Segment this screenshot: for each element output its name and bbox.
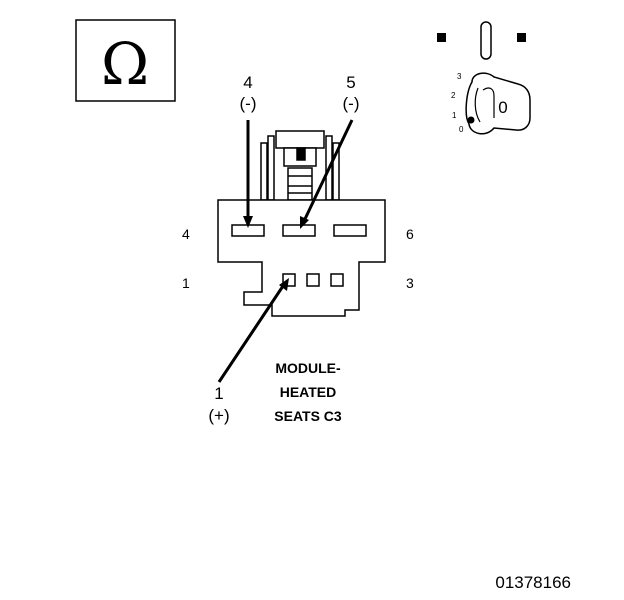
ignition-pointer-icon [467,116,475,124]
ignition-key-text: 0 [498,98,507,117]
connector-cavity-3 [330,273,344,287]
ignition-key-bow-icon [482,87,495,118]
connector-name-line-1: MODULE- [275,360,341,376]
probe-arrow-pin-5-icon [300,216,309,229]
connector-c3: 4 6 1 3 [182,130,414,317]
cavity-label-bottom-right: 3 [406,275,414,291]
probe-pin-label-4: 4 [243,73,252,92]
ignition-position-2: 2 [451,91,456,100]
connector-cavity-2 [306,273,320,287]
ignition-position-3: 3 [457,72,462,81]
connector-cavity-6 [333,224,367,237]
ohmmeter-symbol: Ω [75,19,176,102]
switch-marker-left-icon [437,33,446,42]
figure-code: 01378166 [495,573,571,592]
ignition-position-0: 0 [459,125,464,134]
probe-polarity-label-1: (+) [208,406,229,425]
probe-pin-label-1: 1 [214,384,223,403]
cavity-label-bottom-left: 1 [182,275,190,291]
probe-lead-pin-5 [303,119,354,220]
cavity-label-top-left: 4 [182,226,190,242]
probe-polarity-label-4: (-) [240,94,257,113]
connector-latch [260,130,340,201]
ignition-key-icon [465,72,531,135]
probe-pin-label-5: 5 [346,73,355,92]
switch-slot-icon [480,21,492,60]
probe-leads [217,119,354,383]
connector-caption: MODULE- HEATED SEATS C3 [274,360,342,424]
probe-labels: 4 (-) 5 (-) 1 (+) [208,73,359,425]
connector-name-line-3: SEATS C3 [274,408,342,424]
probe-arrow-pin-4-icon [243,216,253,228]
probe-polarity-label-5: (-) [343,94,360,113]
switch-marker-right-icon [517,33,526,42]
probe-lead-pin-1 [217,285,285,383]
cavity-label-top-right: 6 [406,226,414,242]
ohm-icon: Ω [101,30,149,98]
ignition-position-1: 1 [452,111,457,120]
ohm-box [75,19,176,102]
probe-arrow-pin-1-icon [279,278,289,291]
ignition-key-groove-icon [474,87,481,123]
connector-name-line-2: HEATED [280,384,337,400]
connector-cavity-5 [282,224,316,237]
ignition-switch: 0 3 2 1 0 [437,21,531,135]
